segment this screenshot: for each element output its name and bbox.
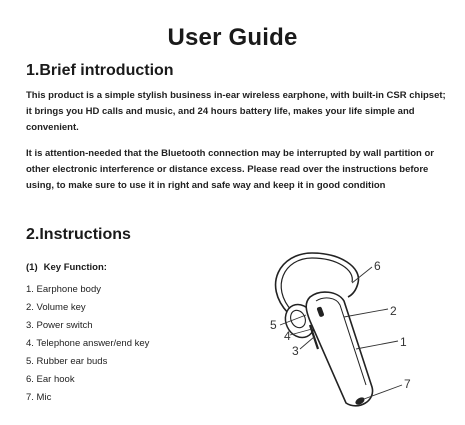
page-title: User Guide: [167, 24, 298, 51]
list-item: 3. Power switch: [26, 320, 93, 331]
list-item: 4. Telephone answer/end key: [26, 338, 150, 349]
intro-paragraph-2: It is attention-needed that the Bluetoot…: [26, 148, 434, 192]
key-function-number: (1): [26, 262, 38, 273]
key-function-text: Key Function: [43, 262, 104, 273]
callout-3: 3: [292, 344, 299, 358]
list-item: 2. Volume key: [26, 302, 86, 313]
list-item: 5. Rubber ear buds: [26, 356, 108, 367]
intro-paragraph-1: This product is a simple stylish busines…: [26, 90, 446, 134]
intro-heading: 1.Brief introduction: [26, 62, 174, 79]
list-item: 1. Earphone body: [26, 284, 102, 295]
callout-1: 1: [400, 335, 407, 349]
earpiece-diagram: 6 2 1 3 5 4 7: [270, 252, 411, 407]
list-item: 6. Ear hook: [26, 374, 75, 385]
callout-6: 6: [374, 259, 381, 273]
callout-7: 7: [404, 377, 411, 391]
key-function-suffix: :: [103, 262, 107, 273]
key-function-label: (1) Key Function:: [26, 262, 107, 273]
callout-2: 2: [390, 304, 397, 318]
key-function-list: 1. Earphone body 2. Volume key 3. Power …: [26, 281, 149, 407]
instructions-heading: 2.Instructions: [26, 226, 131, 243]
list-item: 7. Mic: [26, 392, 52, 403]
callout-lines: [279, 266, 403, 400]
callout-5: 5: [270, 318, 277, 332]
callout-4: 4: [284, 329, 291, 343]
